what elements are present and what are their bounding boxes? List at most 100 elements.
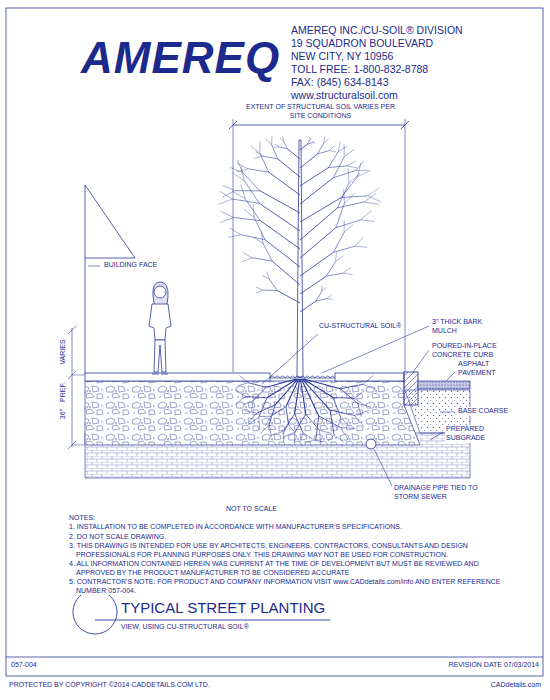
tree-branch [300,144,307,150]
tree-branch [277,291,300,303]
tree-branch [220,211,233,217]
extension-line [72,445,84,446]
tree-branch [317,151,329,154]
leader-line [262,334,318,384]
tree-branch [267,271,269,278]
tree-root [302,379,330,410]
tree [219,136,381,442]
tree-branch [355,246,367,247]
dimension-tick [68,326,76,449]
tree-branch [220,217,234,222]
tree-root [358,404,371,407]
extension-line [405,119,406,372]
tree-branch [341,177,357,198]
tree-branch [282,136,284,141]
drainage-pipe [366,439,376,449]
tree-root [358,404,362,417]
tree-branch [336,203,345,227]
tree-branch [336,220,361,228]
dimension-label: PREF. [59,381,68,403]
tree-branch [256,287,263,290]
tree-branch [233,199,260,203]
tree-branch [300,198,341,222]
tree-branch [357,170,370,176]
tree-branch [256,151,263,156]
tree-branch [251,146,260,153]
tree-root [303,379,333,397]
tree-branch [327,298,333,300]
tree-branch [333,246,355,252]
tree-branch [228,235,241,238]
tree-root [300,379,305,414]
tree-branch [280,138,284,141]
extension-line [233,119,234,372]
notes-heading: NOTES: [68,514,96,523]
tree-branch [229,228,241,235]
dimension-line [72,328,73,447]
tree-branch [244,209,254,218]
tree-branch [316,291,321,300]
tree-branch [326,262,335,277]
extension-line [72,375,84,376]
tree-root [330,410,334,435]
tree-root [244,410,256,413]
tree-branch [356,170,369,171]
tree-branch [349,173,360,183]
note-item: 1. INSTALLATION TO BE COMPLETED IN ACCOR… [68,523,507,532]
tree-root [253,387,266,400]
tree-branch [364,202,379,205]
tree-root [305,440,316,442]
title-underline [95,620,330,621]
tree-branch [241,235,265,240]
tree-root [295,379,300,414]
tree-branch [355,237,363,246]
tree-root [341,384,363,389]
tree-root [235,397,245,404]
leader-line [430,432,443,440]
tree-root [341,389,358,404]
tree-branch [243,253,253,258]
tree-root [243,401,253,405]
tree-branch [361,220,375,222]
tree-branch [263,243,272,261]
tree-root [237,383,248,386]
tree-branch [272,261,300,285]
tree-branch [269,279,277,291]
tree-branch [260,191,300,213]
tree-root [259,398,267,418]
building-face [85,185,135,375]
address-line: NEW CITY, NY 10956 [290,50,394,63]
tree-branch [260,221,300,249]
tree-branch [344,149,354,157]
tree-branch [300,168,328,186]
leader-line [322,326,429,373]
tree-root [283,414,294,432]
tree-branch [344,220,345,232]
leader-line [88,266,100,267]
note-item: 3. THIS DRAWING IS INTENDED FOR USE BY A… [68,542,507,560]
tree-branch [300,208,338,240]
tree-branch [368,188,380,196]
tree-branch [223,191,235,197]
tree-branch [344,193,354,203]
callout-label: BUILDING FACE [103,261,158,270]
tree-root [337,417,340,429]
tree-branch [300,276,326,294]
dimension-label: VARIES [59,338,68,365]
tree-branch [241,184,245,198]
tree-branch [338,146,347,151]
tree-branch [278,159,300,177]
callout-label: CU-STRUCTURAL SOIL® [318,322,402,331]
tree-branch [263,290,277,291]
tree-root [283,432,295,437]
tree-branch [312,141,314,143]
tree-branch [344,224,353,232]
tree-branch [364,193,376,202]
callout-label: BASE COARSE [457,407,509,416]
tree-branch [244,181,259,204]
tree-branch [344,144,345,157]
tree-branch [234,217,261,220]
mulch-line [270,378,335,379]
tree-branch [307,143,312,145]
